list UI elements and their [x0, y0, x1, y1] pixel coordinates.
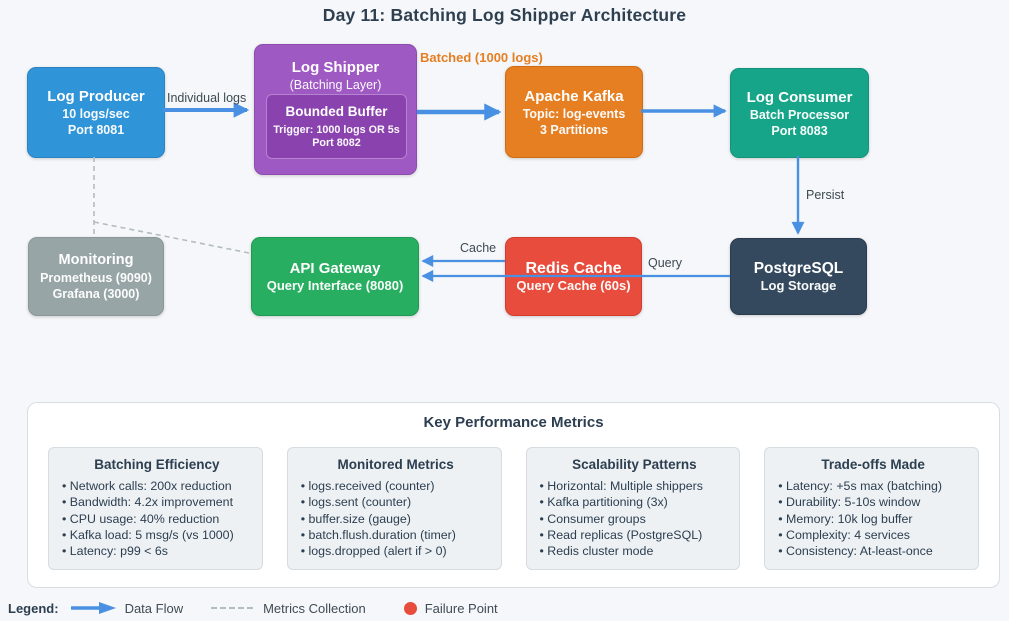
node-postgresql: PostgreSQL Log Storage: [730, 238, 867, 315]
node-subtitle: Query Cache (60s): [516, 278, 631, 293]
node-subtitle: Port 8083: [771, 123, 828, 138]
card-item: Kafka load: 5 msg/s (vs 1000): [62, 527, 252, 543]
legend-failure-point: Failure Point: [424, 600, 498, 616]
card-batching-efficiency: Batching Efficiency Network calls: 200x …: [48, 447, 263, 570]
card-item: Kafka partitioning (3x): [540, 494, 730, 510]
card-item: logs.dropped (alert if > 0): [301, 543, 491, 559]
node-subtitle: Query Interface (8080): [266, 278, 404, 293]
node-title: Monitoring: [58, 252, 134, 268]
failure-point-dot-icon: [403, 601, 417, 615]
edge-label-individual-logs: Individual logs: [167, 91, 247, 105]
node-title: Log Consumer: [746, 88, 853, 106]
legend-label: Legend:: [8, 600, 59, 616]
card-heading: Scalability Patterns: [572, 457, 697, 472]
node-subtitle: Grafana (3000): [52, 287, 140, 301]
card-item: Consumer groups: [540, 511, 730, 527]
node-title: PostgreSQL: [753, 260, 844, 277]
card-monitored-metrics: Monitored Metrics logs.received (counter…: [286, 447, 502, 570]
data-flow-arrow-icon: [70, 602, 116, 614]
metrics-panel: Key Performance Metrics Batching Efficie…: [27, 402, 1000, 588]
card-item: Durability: 5-10s window: [778, 494, 968, 510]
node-title: Log Producer: [47, 88, 145, 105]
card-item: Memory: 10k log buffer: [778, 511, 968, 527]
card-item: Bandwidth: 4.2x improvement: [62, 494, 252, 510]
node-api-gateway: API Gateway Query Interface (8080): [251, 237, 419, 316]
node-redis-cache: Redis Cache Query Cache (60s): [505, 237, 642, 316]
metrics-cards-row: Batching Efficiency Network calls: 200x …: [48, 447, 979, 570]
node-log-shipper: Log Shipper (Batching Layer) Bounded Buf…: [254, 44, 417, 175]
node-title: API Gateway: [289, 260, 381, 277]
card-item: Horizontal: Multiple shippers: [540, 478, 730, 494]
legend-data-flow: Data Flow: [124, 600, 184, 616]
node-subtitle: 3 Partitions: [539, 122, 609, 137]
card-item: logs.received (counter): [301, 478, 491, 494]
edge-label-query: Query: [648, 256, 683, 270]
legend-metrics-collection: Metrics Collection: [263, 600, 366, 616]
card-item: Redis cluster mode: [540, 543, 730, 559]
node-title: Apache Kafka: [524, 87, 624, 105]
card-item: logs.sent (counter): [301, 494, 491, 510]
node-subtitle: Topic: log-events: [522, 106, 626, 121]
node-title: Bounded Buffer: [285, 104, 388, 119]
card-item: Read replicas (PostgreSQL): [540, 527, 730, 543]
metrics-collection-dash-icon: [211, 607, 254, 609]
metrics-panel-title: Key Performance Metrics: [423, 414, 604, 431]
node-monitoring: Monitoring Prometheus (9090) Grafana (30…: [28, 237, 164, 316]
card-item: Latency: p99 < 6s: [62, 543, 252, 559]
node-log-consumer: Log Consumer Batch Processor Port 8083: [730, 68, 869, 158]
card-item: Latency: +5s max (batching): [778, 478, 968, 494]
node-subtitle: 10 logs/sec: [62, 107, 130, 121]
legend: Legend: Data Flow Metrics Collection Fai…: [8, 595, 498, 621]
edge-label-batched: Batched (1000 logs): [420, 50, 543, 65]
node-apache-kafka: Apache Kafka Topic: log-events 3 Partiti…: [505, 66, 643, 158]
card-item: CPU usage: 40% reduction: [62, 511, 252, 527]
node-subtitle: (Batching Layer): [289, 78, 382, 92]
card-trade-offs: Trade-offs Made Latency: +5s max (batchi…: [764, 447, 979, 570]
card-heading: Trade-offs Made: [821, 457, 925, 472]
node-subtitle: Prometheus (9090): [40, 271, 152, 285]
card-item: batch.flush.duration (timer): [301, 527, 491, 543]
diagram-title: Day 11: Batching Log Shipper Architectur…: [322, 5, 687, 25]
node-bounded-buffer: Bounded Buffer Trigger: 1000 logs OR 5s …: [266, 94, 407, 159]
card-item: buffer.size (gauge): [301, 511, 491, 527]
card-heading: Batching Efficiency: [94, 457, 220, 472]
node-log-producer: Log Producer 10 logs/sec Port 8081: [27, 67, 165, 158]
edge-label-persist: Persist: [806, 188, 845, 202]
node-title: Redis Cache: [525, 260, 622, 277]
card-item: Complexity: 4 services: [778, 527, 968, 543]
node-subtitle: Trigger: 1000 logs OR 5s: [273, 124, 400, 136]
node-subtitle: Port 8082: [312, 136, 361, 149]
node-subtitle: Batch Processor: [749, 107, 850, 122]
card-heading: Monitored Metrics: [337, 457, 454, 472]
node-subtitle: Log Storage: [760, 278, 837, 293]
node-subtitle: Port 8081: [67, 123, 125, 137]
card-item: Network calls: 200x reduction: [62, 478, 252, 494]
node-title: Log Shipper: [291, 59, 380, 76]
card-item: Consistency: At-least-once: [778, 543, 968, 559]
card-scalability-patterns: Scalability Patterns Horizontal: Multipl…: [525, 447, 741, 570]
edge-label-cache: Cache: [460, 241, 497, 255]
